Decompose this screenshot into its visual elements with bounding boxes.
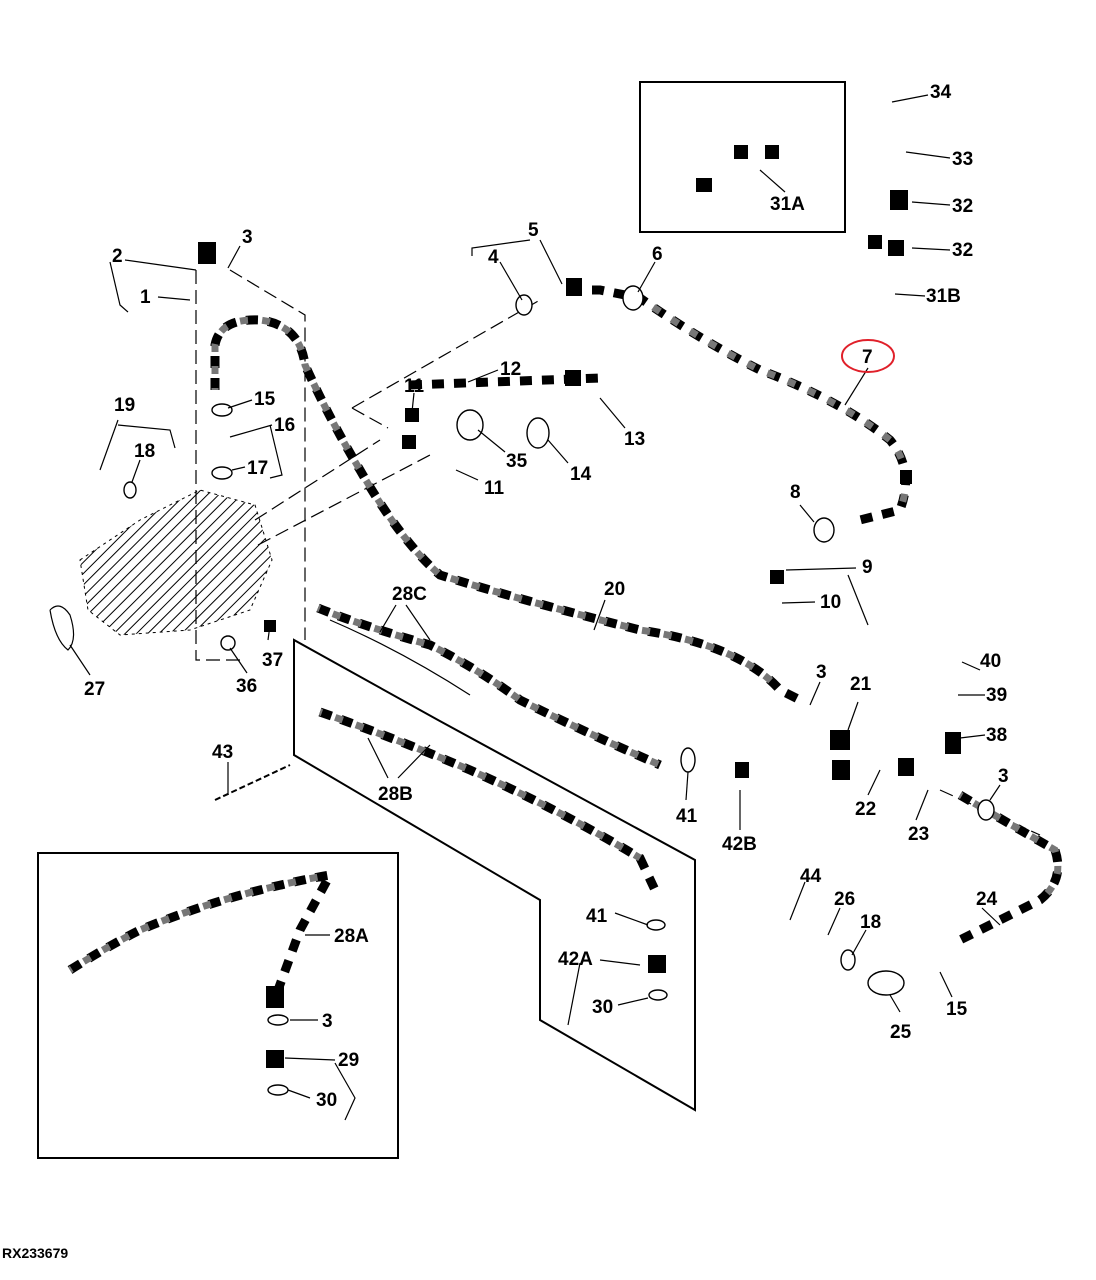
callout-4: 4 — [488, 247, 499, 268]
callout-18: 18 — [860, 912, 881, 933]
callout-22: 22 — [855, 799, 876, 820]
callout-31B: 31B — [926, 286, 961, 307]
pipe-43 — [214, 764, 291, 801]
callout-41: 41 — [586, 906, 608, 927]
callout-3: 3 — [242, 227, 253, 248]
callout-42B: 42B — [722, 834, 757, 855]
callout-31A: 31A — [770, 194, 805, 215]
callout-23: 23 — [908, 824, 929, 845]
callout-28B: 28B — [378, 784, 413, 805]
callout-labels: 34 33 32 32 31B 31A 7 5 4 6 3 2 1 11 12 … — [84, 82, 1009, 1111]
highlight-circle — [841, 339, 895, 373]
callout-35: 35 — [506, 451, 528, 472]
callout-42A: 42A — [558, 949, 593, 970]
callout-1: 1 — [140, 287, 151, 308]
callout-8: 8 — [790, 482, 801, 503]
callout-28A: 28A — [334, 926, 369, 947]
callout-21: 21 — [850, 674, 872, 695]
callout-3: 3 — [322, 1011, 333, 1032]
callout-39: 39 — [986, 685, 1007, 706]
callout-15: 15 — [254, 389, 276, 410]
callout-29: 29 — [338, 1050, 359, 1071]
callout-34: 34 — [930, 82, 952, 103]
rings — [49, 285, 995, 1096]
valve-block — [79, 489, 273, 636]
callout-11: 11 — [484, 478, 505, 499]
callout-44: 44 — [800, 866, 822, 887]
callout-3: 3 — [816, 662, 827, 683]
callout-37: 37 — [262, 650, 283, 671]
callout-7: 7 — [862, 347, 873, 368]
callout-28C: 28C — [392, 584, 427, 605]
callout-15: 15 — [946, 999, 968, 1020]
callout-32: 32 — [952, 196, 973, 217]
callout-24: 24 — [976, 889, 998, 910]
callout-36: 36 — [236, 676, 257, 697]
hoses — [67, 285, 1063, 992]
callout-30: 30 — [316, 1090, 337, 1111]
callout-9: 9 — [862, 557, 873, 578]
callout-12: 12 — [500, 359, 521, 380]
callout-30: 30 — [592, 997, 613, 1018]
assembly-lines — [195, 269, 1041, 836]
callout-16: 16 — [274, 415, 295, 436]
callout-32: 32 — [952, 240, 973, 261]
callout-10: 10 — [820, 592, 841, 613]
callout-43: 43 — [212, 742, 233, 763]
callout-2: 2 — [112, 246, 123, 267]
callout-26: 26 — [834, 889, 855, 910]
callout-27: 27 — [84, 679, 105, 700]
callout-6: 6 — [652, 244, 663, 265]
fittings — [198, 145, 961, 1068]
callout-41: 41 — [676, 806, 698, 827]
callout-13: 13 — [624, 429, 645, 450]
callout-40: 40 — [980, 651, 1001, 672]
figure-id: RX233679 — [2, 1245, 68, 1261]
callout-11: 11 — [404, 376, 425, 397]
inset-box-28B — [293, 638, 696, 1112]
callout-14: 14 — [570, 464, 592, 485]
thin-line-28C — [329, 619, 471, 696]
callout-38: 38 — [986, 725, 1007, 746]
callout-19: 19 — [114, 395, 135, 416]
callout-3: 3 — [998, 766, 1009, 787]
callout-17: 17 — [247, 458, 268, 479]
inset-box-31A — [639, 81, 846, 233]
callout-5: 5 — [528, 220, 539, 241]
callout-33: 33 — [952, 149, 973, 170]
callout-25: 25 — [890, 1022, 912, 1043]
leader-lines — [69, 94, 1001, 1121]
callout-20: 20 — [604, 579, 625, 600]
inset-box-28A — [37, 852, 399, 1159]
callout-18: 18 — [134, 441, 155, 462]
